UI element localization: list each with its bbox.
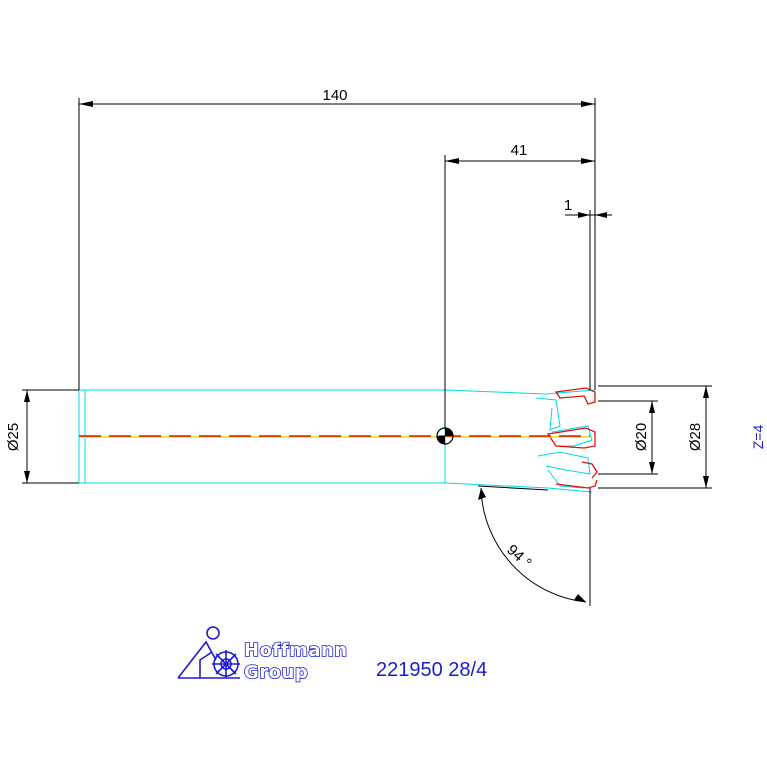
dimension-lines	[22, 98, 712, 606]
logo-figure-icon	[177, 626, 240, 679]
flute-lower	[537, 451, 591, 475]
cutting-tooth-mid	[546, 427, 596, 449]
reference-point-marker	[436, 427, 454, 445]
flute-edge	[547, 469, 585, 489]
flute-upper	[535, 397, 561, 431]
cutting-tooth-low	[581, 461, 598, 479]
part-number: 221950 28/4	[376, 659, 487, 681]
neck-outline-bottom	[444, 482, 593, 493]
dim-outer-diameter: Ø28	[687, 423, 704, 451]
dim-inner-diameter: Ø20	[633, 423, 650, 451]
dim-overall-length: 140	[322, 87, 347, 104]
neck-outline	[444, 389, 596, 395]
center-line	[79, 435, 590, 438]
hoffmann-group-logo: Hoffmann Group	[177, 626, 348, 684]
flute-mid	[551, 425, 593, 447]
dim-point-angle: 94 °	[503, 541, 534, 572]
arrowheads	[24, 101, 709, 602]
logo-line1: Hoffmann	[244, 640, 348, 661]
cutting-edges	[546, 387, 598, 489]
dim-reference-length: 41	[511, 142, 528, 159]
cutting-tooth-top	[554, 387, 596, 405]
dim-shank-diameter: Ø25	[5, 423, 22, 451]
logo-line2: Group	[244, 662, 308, 683]
teeth-count-label: Z=4	[750, 425, 766, 450]
dim-step-length: 1	[564, 197, 572, 214]
tool-outline	[78, 389, 596, 493]
cutting-tooth-bottom	[555, 479, 598, 489]
